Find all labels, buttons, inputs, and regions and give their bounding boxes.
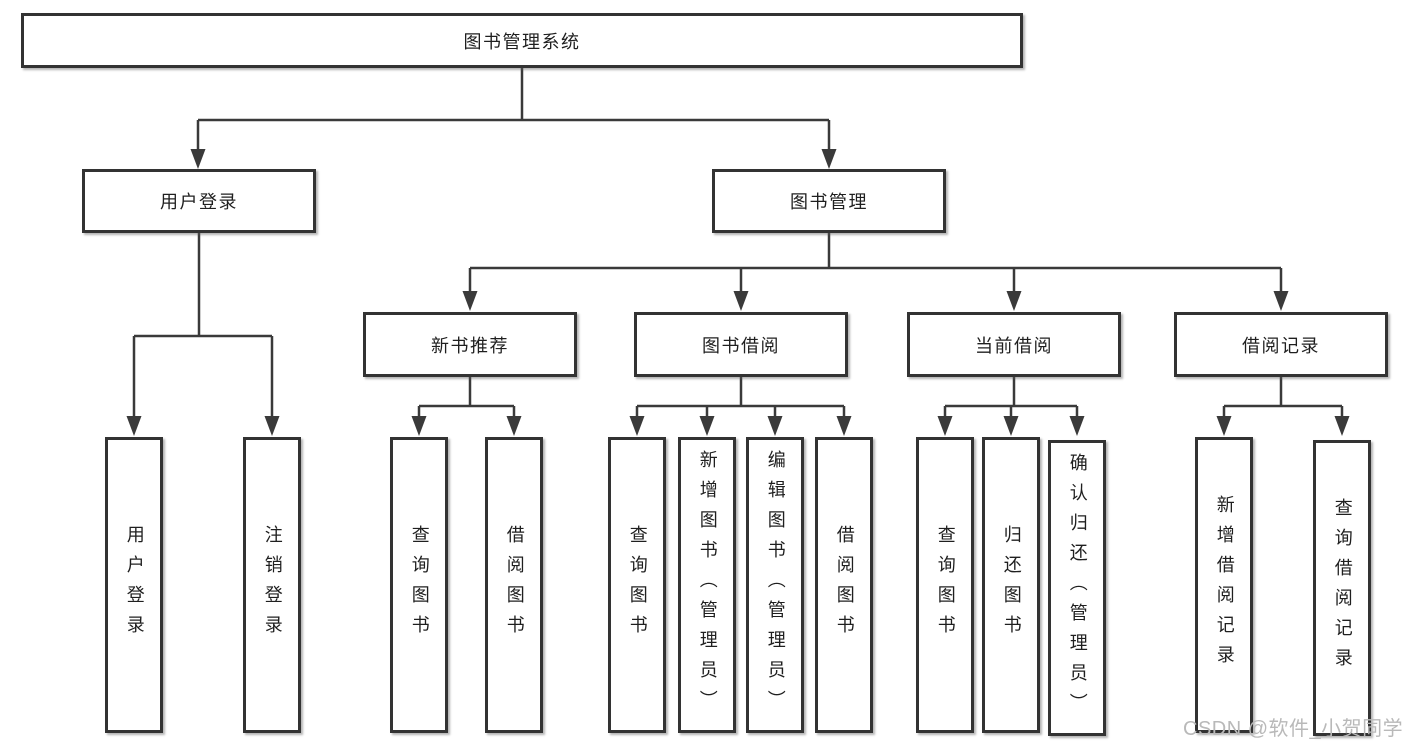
leaf-edit-book-admin: 编辑图书（管理员） — [746, 437, 804, 733]
leaf-query-books: 查询图书 — [390, 437, 448, 733]
node-label: 归还图书 — [1001, 525, 1022, 645]
leaf-confirm-return-admin: 确认归还（管理员） — [1048, 440, 1106, 736]
leaf-borrow-books: 借阅图书 — [485, 437, 543, 733]
node-label: 查询借阅记录 — [1332, 498, 1353, 678]
leaf-logout: 注销登录 — [243, 437, 301, 733]
leaf-add-borrow-record: 新增借阅记录 — [1195, 437, 1253, 733]
leaf-borrow-books-2: 借阅图书 — [815, 437, 873, 733]
node-book-borrowing: 图书借阅 — [634, 312, 848, 377]
node-label: 借阅图书 — [834, 525, 855, 645]
node-label: 新增图书（管理员） — [697, 450, 718, 720]
node-label: 用户登录 — [124, 525, 145, 645]
leaf-user-login: 用户登录 — [105, 437, 163, 733]
arrowheads — [126, 149, 1350, 436]
node-label: 确认归还（管理员） — [1067, 453, 1088, 723]
node-label: 图书借阅 — [702, 335, 780, 356]
node-label: 注销登录 — [262, 525, 283, 645]
node-label: 查询图书 — [935, 525, 956, 645]
leaf-add-book-admin: 新增图书（管理员） — [678, 437, 736, 733]
node-label: 新增借阅记录 — [1214, 495, 1235, 675]
node-label: 查询图书 — [627, 525, 648, 645]
node-label: 编辑图书（管理员） — [765, 450, 786, 720]
node-label: 新书推荐 — [431, 335, 509, 356]
node-label: 图书管理 — [790, 192, 868, 212]
node-borrow-records: 借阅记录 — [1174, 312, 1388, 377]
node-new-book-recommend: 新书推荐 — [363, 312, 577, 377]
leaf-query-borrow-record: 查询借阅记录 — [1313, 440, 1371, 736]
node-label: 当前借阅 — [975, 335, 1053, 356]
node-label: 借阅记录 — [1242, 335, 1320, 356]
leaf-query-books-2: 查询图书 — [608, 437, 666, 733]
node-current-borrowing: 当前借阅 — [907, 312, 1121, 377]
csdn-watermark: CSDN @软件_小贺同学 — [1183, 718, 1404, 740]
node-label: 借阅图书 — [504, 525, 525, 645]
node-label: 图书管理系统 — [463, 31, 581, 52]
node-root-library-system: 图书管理系统 — [21, 13, 1023, 68]
node-user-login: 用户登录 — [82, 169, 316, 233]
node-book-management: 图书管理 — [712, 169, 946, 233]
node-label: 查询图书 — [409, 525, 430, 645]
leaf-return-book: 归还图书 — [982, 437, 1040, 733]
leaf-query-books-3: 查询图书 — [916, 437, 974, 733]
node-label: 用户登录 — [160, 192, 238, 212]
